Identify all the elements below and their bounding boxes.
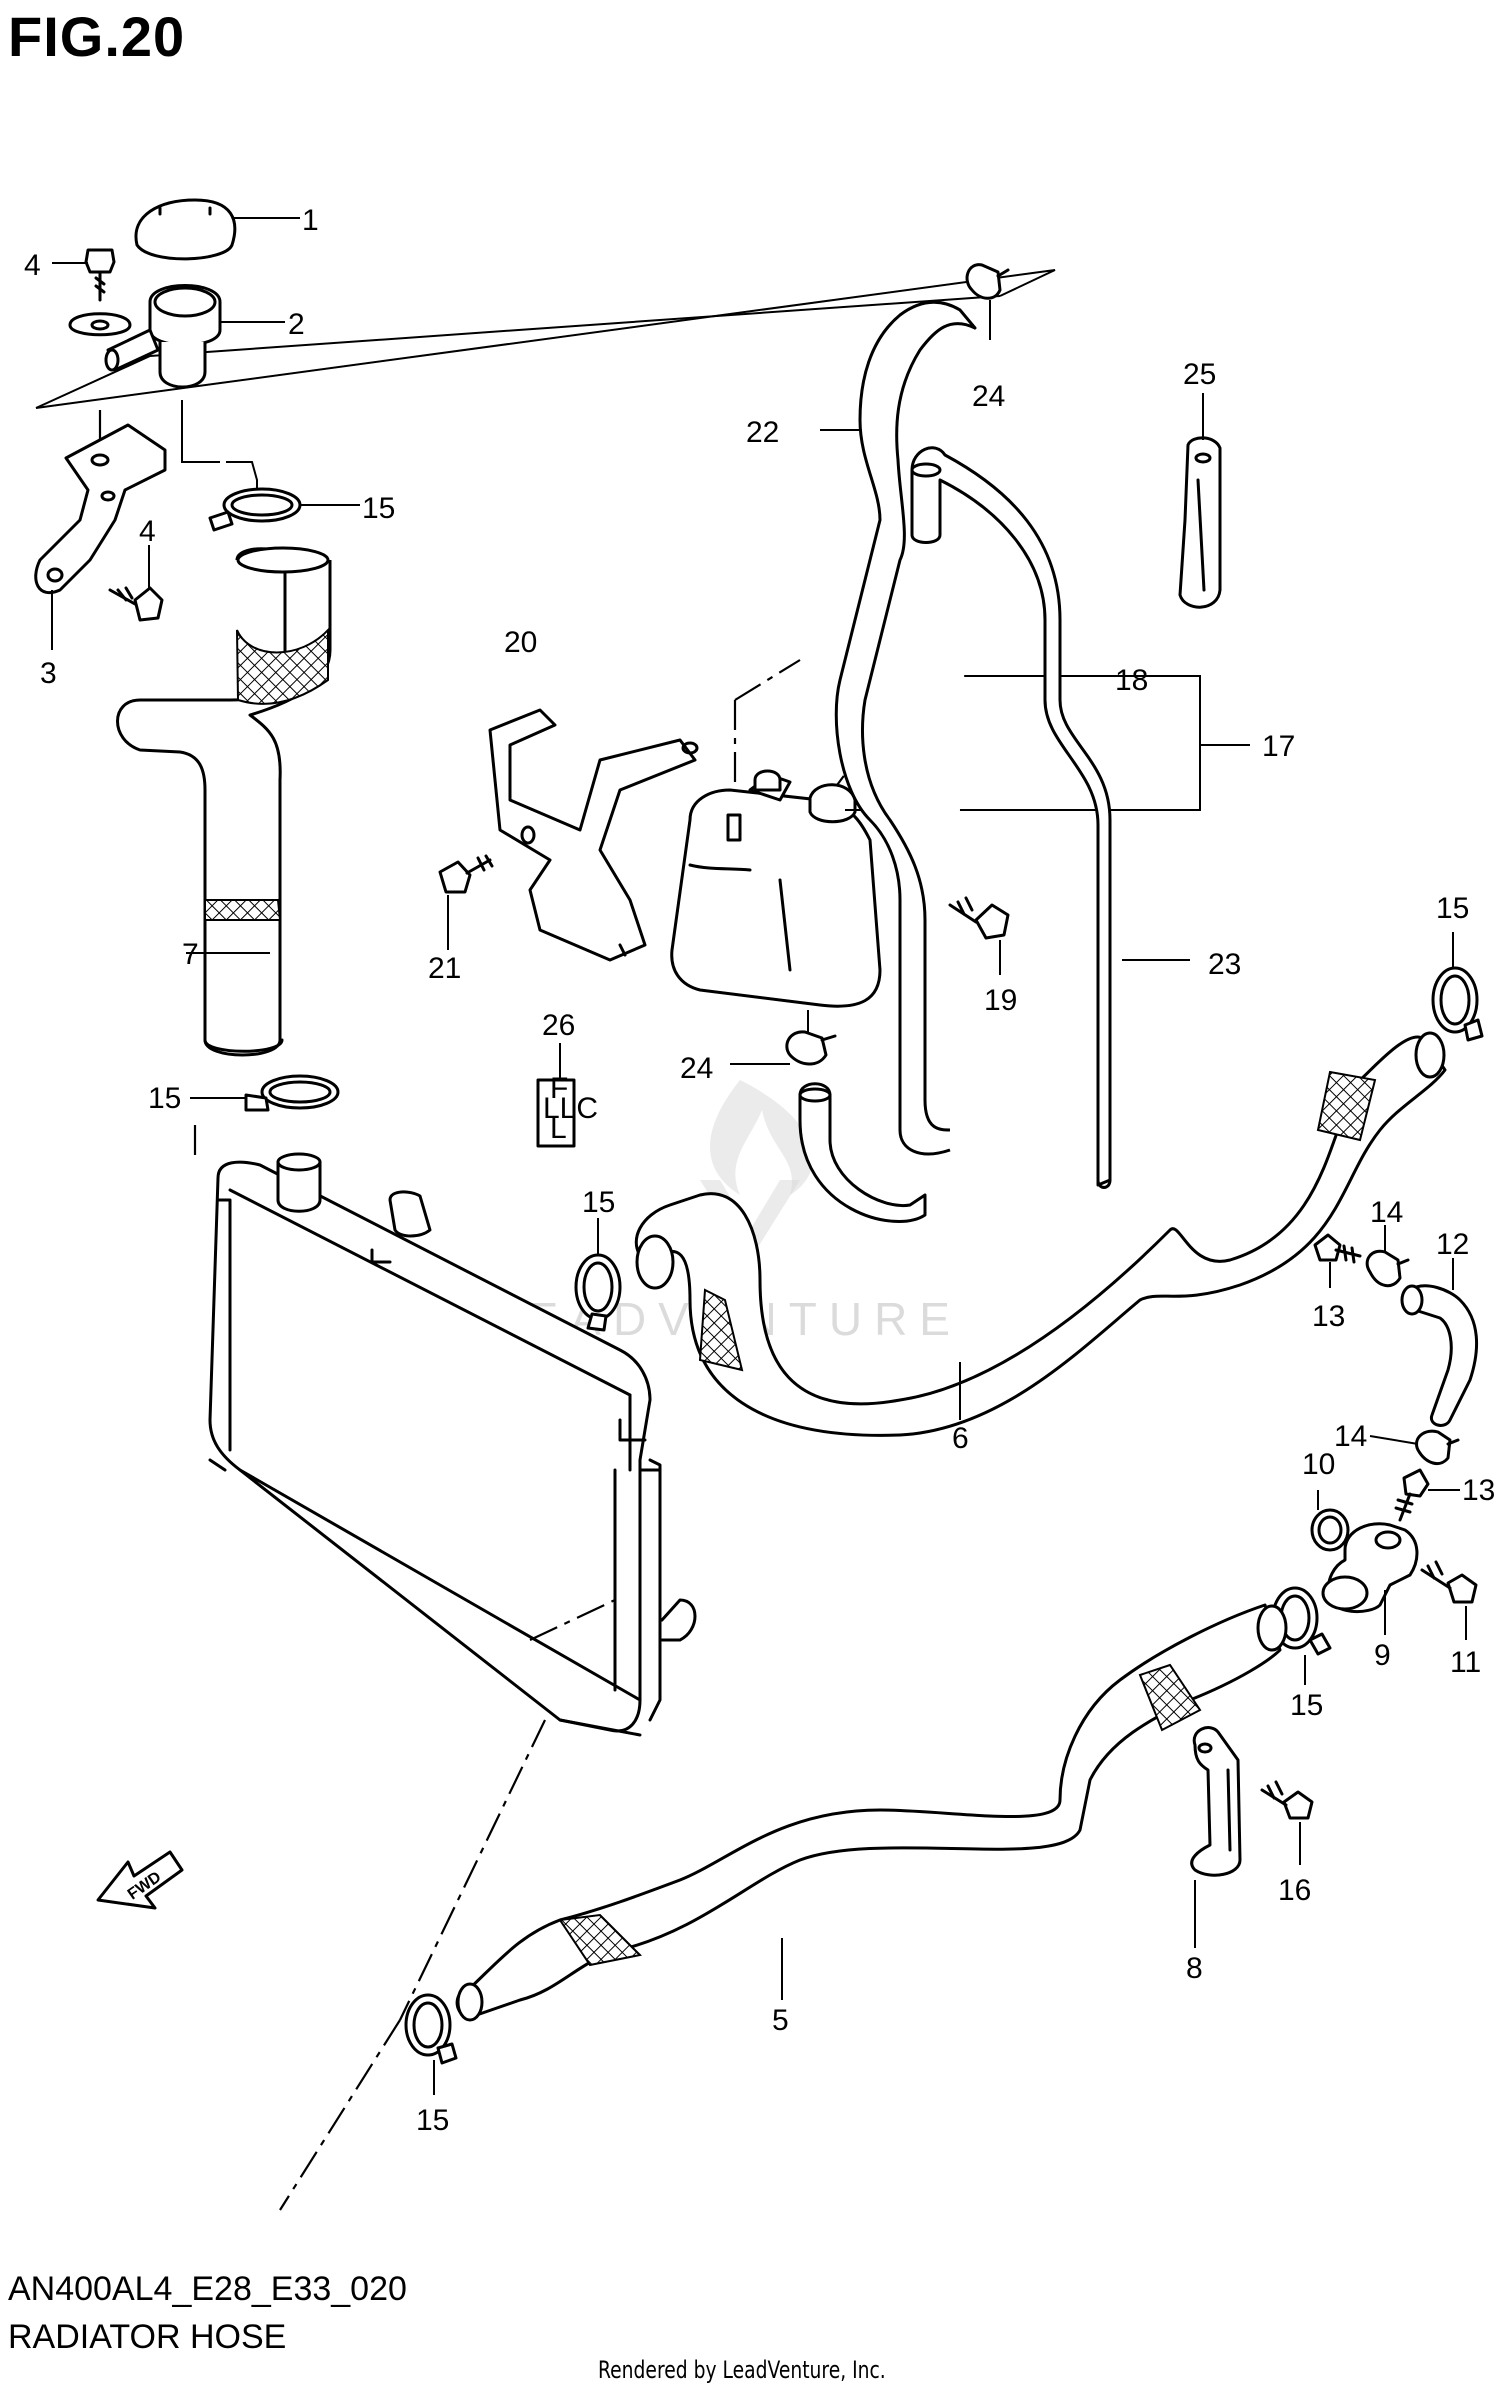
callout-22: 22 bbox=[746, 416, 779, 449]
clip-part-24-upper bbox=[965, 263, 1010, 340]
reservoir-tank bbox=[670, 769, 882, 1008]
hose-part-5 bbox=[455, 1603, 1288, 2022]
callout-1: 1 bbox=[302, 204, 319, 237]
callout-8: 8 bbox=[1186, 1952, 1203, 1985]
coolant-label-part-26: F LLC L bbox=[536, 1043, 598, 1148]
callout-15-lower-right: 15 bbox=[1290, 1689, 1323, 1722]
hose-part-7 bbox=[116, 546, 332, 1057]
radiator bbox=[208, 1152, 697, 1737]
coolant-label-l: L bbox=[550, 1112, 567, 1145]
coolant-label-f: F bbox=[550, 1072, 568, 1105]
reservoir-bracket-part-20 bbox=[488, 708, 699, 962]
callout-26: 26 bbox=[542, 1009, 575, 1042]
callout-7: 7 bbox=[182, 938, 199, 971]
hose-clamp-part-15-right bbox=[1431, 932, 1484, 1042]
bolt-part-11 bbox=[1420, 1560, 1478, 1640]
clip-part-14-upper bbox=[1365, 1225, 1410, 1288]
callout-15-right: 15 bbox=[1436, 892, 1469, 925]
callout-11: 11 bbox=[1450, 1646, 1481, 1679]
callout-25: 25 bbox=[1183, 358, 1216, 391]
render-credit: Rendered by LeadVenture, Inc. bbox=[598, 2356, 886, 2384]
callout-4-lower: 4 bbox=[139, 515, 156, 548]
callout-15-bottom: 15 bbox=[416, 2104, 449, 2137]
bracket-part-3 bbox=[34, 423, 167, 650]
callout-17: 17 bbox=[1262, 730, 1295, 763]
callout-12: 12 bbox=[1436, 1228, 1469, 1261]
hose-part-22 bbox=[820, 300, 977, 1156]
bypass-hose-part-12 bbox=[1400, 1258, 1479, 1427]
hose-clamp-part-15-left bbox=[190, 1074, 340, 1112]
bolt-part-16 bbox=[1260, 1780, 1314, 1865]
callout-5: 5 bbox=[772, 2004, 789, 2037]
callout-13-lower: 13 bbox=[1462, 1474, 1495, 1507]
filler-neck-part-2 bbox=[104, 284, 285, 389]
outlet-elbow-part-9 bbox=[1321, 1522, 1419, 1635]
hose-clamp-part-15-bottom bbox=[404, 1993, 458, 2095]
callout-14-upper: 14 bbox=[1370, 1196, 1403, 1229]
callout-6: 6 bbox=[952, 1422, 969, 1455]
radiator-cap-part-1 bbox=[134, 198, 300, 261]
hose-clamp-part-15-mid bbox=[574, 1218, 622, 1332]
strap-part-25 bbox=[1178, 393, 1222, 609]
overflow-hose-lower bbox=[798, 1082, 927, 1223]
bolt-part-4-upper bbox=[52, 248, 116, 302]
fitting-part-13-upper bbox=[1313, 1233, 1362, 1288]
bolt-part-19 bbox=[948, 896, 1010, 975]
washer bbox=[68, 312, 132, 337]
callout-24-lower: 24 bbox=[680, 1052, 713, 1085]
callout-9: 9 bbox=[1374, 1639, 1391, 1672]
o-ring-part-10 bbox=[1310, 1490, 1350, 1552]
callout-numbers: 1 2 3 4 4 5 6 7 8 9 10 11 12 13 13 14 14… bbox=[24, 204, 1495, 2137]
bolt-part-4-lower bbox=[108, 545, 164, 622]
callout-15-mid: 15 bbox=[582, 1186, 615, 1219]
callout-14-lower: 14 bbox=[1334, 1420, 1367, 1453]
forward-direction-arrow: FWD bbox=[96, 1850, 184, 1910]
fitting-part-13-lower bbox=[1394, 1468, 1460, 1522]
hose-part-23 bbox=[910, 446, 1190, 1189]
callout-20: 20 bbox=[504, 626, 537, 659]
diagram-name: RADIATOR HOSE bbox=[8, 2318, 287, 2356]
callout-15-left: 15 bbox=[148, 1082, 181, 1115]
callout-21: 21 bbox=[428, 952, 461, 985]
bolt-part-21 bbox=[438, 854, 494, 950]
hose-holder-part-8 bbox=[1190, 1726, 1242, 1948]
clip-part-24-lower bbox=[730, 1010, 837, 1066]
callout-16: 16 bbox=[1278, 1874, 1311, 1907]
callout-24-upper: 24 bbox=[972, 380, 1005, 413]
model-code: AN400AL4_E28_E33_020 bbox=[8, 2270, 407, 2308]
figure-title: FIG.20 bbox=[8, 5, 186, 68]
callout-10: 10 bbox=[1302, 1448, 1335, 1481]
callout-19: 19 bbox=[984, 984, 1017, 1017]
callout-4-upper: 4 bbox=[24, 249, 41, 282]
callout-13-upper: 13 bbox=[1312, 1300, 1345, 1333]
callout-2: 2 bbox=[288, 308, 305, 341]
hose-clamp-part-15-upper bbox=[208, 487, 360, 532]
clip-part-14-lower bbox=[1369, 1429, 1460, 1466]
assembly-guide-lines bbox=[35, 269, 1056, 2211]
coolant-label-llc: LLC bbox=[543, 1092, 598, 1125]
callout-3: 3 bbox=[40, 657, 57, 690]
callout-23: 23 bbox=[1208, 948, 1241, 981]
callout-15-top: 15 bbox=[362, 492, 395, 525]
callout-18: 18 bbox=[1115, 664, 1148, 697]
hose-part-6 bbox=[634, 1031, 1447, 1437]
